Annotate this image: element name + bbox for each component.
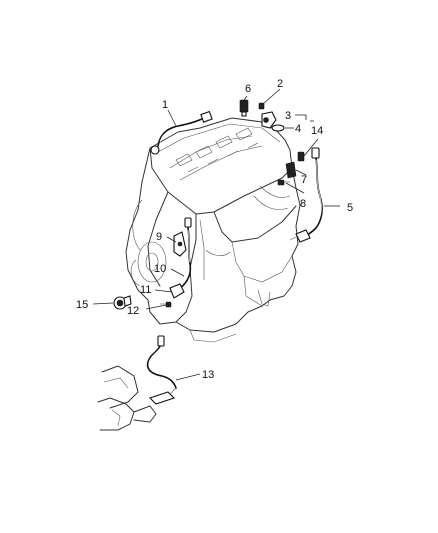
part-9-sensor [173,231,187,257]
part-12-bolt [160,301,172,308]
callout-11: 11 [140,284,151,296]
callout-labels: 1 2 3 4 5 6 7 8 9 10 11 12 13 14 15 [76,78,353,381]
callout-8: 8 [300,198,306,210]
callout-13: 13 [202,369,214,381]
exhaust-pipe [97,365,157,431]
part-3-sensor [261,111,277,129]
part-5-oxygen-sensor [289,147,323,243]
part-7-sensor [285,161,297,179]
part-10-harness [177,217,192,291]
callout-2: 2 [277,78,283,90]
callout-4: 4 [295,123,301,135]
callout-1: 1 [162,99,168,111]
callout-15: 15 [76,299,88,311]
part-8-bolt [277,179,290,186]
part-14-sensor [297,151,305,162]
callout-10: 10 [154,263,166,275]
part-6-sensor [239,99,249,117]
part-15-sensor [113,295,132,310]
part-2-bolt [258,102,265,110]
callout-6: 6 [245,83,251,95]
leader-lines [92,88,340,381]
callout-3: 3 [285,110,291,122]
callout-12: 12 [127,305,139,317]
callout-14: 14 [311,125,323,137]
part-11-sensor [169,283,185,299]
part-1-sensor [150,110,213,155]
callout-7: 7 [301,174,307,186]
engine-block [125,117,301,343]
callout-9: 9 [156,231,162,243]
callout-5: 5 [347,202,353,214]
part-4-gasket [271,124,285,132]
part-13-oxygen-sensor [146,335,177,405]
